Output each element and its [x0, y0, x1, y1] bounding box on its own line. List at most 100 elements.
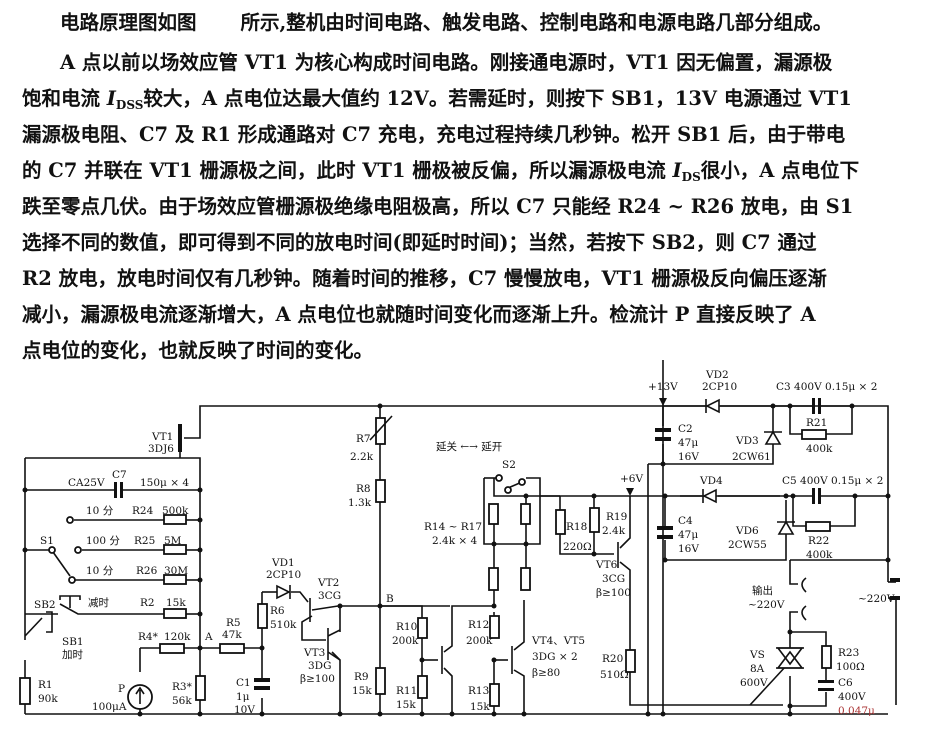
label-vt6: VT6	[595, 559, 618, 571]
label-r18-value: 220Ω	[563, 541, 592, 553]
title-left: 电路原理图如图	[60, 11, 197, 34]
label-c1-volt: 10V	[234, 704, 255, 716]
label-sb2: SB2	[34, 599, 56, 611]
label-r3: R3*	[172, 681, 193, 693]
triac-vs	[776, 647, 804, 669]
resistor-r8	[375, 479, 386, 503]
label-r24-time: 10 分	[86, 505, 114, 517]
fet-vt1-symbol	[178, 424, 182, 452]
paragraph-line-7: R2 放电，放电时间仅有几秒钟。随着时间的推移，C7 慢慢放电，VT1 栅源极反…	[22, 267, 827, 290]
label-c3: C3 400V 0.15μ × 2	[776, 381, 877, 393]
label-c6-value: 0.047μ	[838, 705, 875, 717]
button-sb1	[46, 611, 53, 633]
label-r12-value: 200k	[466, 635, 493, 647]
capacitor-c7	[114, 482, 117, 498]
label-r9-value: 15k	[352, 685, 372, 697]
label-vt2-type: 3CG	[318, 590, 341, 602]
resistor-r26	[163, 574, 187, 585]
label-vt4-vt5-beta: β≥80	[532, 667, 560, 679]
label-plus-13v: +13V	[648, 381, 678, 393]
label-vd4: VD4	[699, 475, 723, 487]
resistor-r20	[625, 649, 636, 673]
label-r11-value: 15k	[396, 699, 416, 711]
label-c1-value: 1μ	[236, 691, 250, 703]
label-r23: R23	[838, 647, 859, 659]
title-right: 所示,整机由时间电路、触发电路、控制电路和电源电路几部分组成。	[240, 11, 833, 34]
text-span: 较大，A 点电位达最大值约 12V。若需延时，则按下 SB1，13V 电源通过 …	[143, 87, 852, 110]
label-r21-value: 400k	[806, 443, 833, 455]
resistor-r11	[417, 675, 428, 699]
label-vs-current: 8A	[750, 663, 765, 675]
switch-s1-contact	[66, 516, 74, 524]
output-socket	[801, 577, 807, 593]
label-vd2-type: 2CP10	[702, 381, 737, 393]
diode-vd1	[276, 584, 291, 600]
label-c7-volt: CA25V	[68, 477, 105, 489]
capacitor-c1	[254, 678, 270, 682]
text-span: 的 C7 并联在 VT1 栅源极之间，此时 VT1 栅极被反偏，所以漏源极电流	[22, 159, 673, 182]
resistor-r12	[489, 615, 500, 639]
label-vs-voltage: 600V	[740, 677, 768, 689]
capacitor-c4	[657, 526, 673, 530]
input-plug	[890, 578, 900, 582]
label-r14-r17-value: 2.4k × 4	[432, 535, 478, 547]
paragraph-line-9: 点电位的变化，也就反映了时间的变化。	[22, 339, 374, 362]
paragraph-line-5: 跌至零点几伏。由于场效应管栅源极绝缘电阻极高，所以 C7 只能经 R24 ~ R…	[22, 195, 854, 218]
text-span: 很小，A 点电位下	[700, 159, 860, 182]
switch-s2-pivot	[504, 486, 512, 494]
zener-vd3	[764, 430, 782, 445]
resistor-r2	[163, 608, 187, 619]
label-r1: R1	[38, 679, 53, 691]
label-vd1: VD1	[271, 557, 295, 569]
label-r8: R8	[356, 483, 371, 495]
label-c2: C2	[678, 423, 693, 435]
resistor-r21	[801, 429, 827, 440]
capacitor-c6	[818, 680, 834, 683]
label-c2-volt: 16V	[678, 451, 699, 463]
resistor-r10	[417, 617, 428, 639]
resistor-r16	[488, 567, 499, 591]
label-r22: R22	[808, 535, 829, 547]
label-c4: C4	[678, 515, 693, 527]
resistor-r17	[520, 567, 531, 591]
label-r26-time: 10 分	[86, 565, 114, 577]
label-c7-value: 150μ × 4	[140, 477, 189, 489]
resistor-r24	[163, 514, 187, 525]
label-r13: R13	[468, 685, 489, 697]
button-sb2	[59, 595, 81, 608]
label-vd1-type: 2CP10	[266, 569, 301, 581]
label-vt4-vt5: VT4、VT5	[531, 635, 585, 647]
label-r25-time: 100 分	[86, 535, 120, 547]
label-r25: R25	[134, 535, 155, 547]
switch-s2-contact	[495, 474, 503, 482]
switch-s1-contact	[68, 576, 76, 584]
diode-vd4	[702, 488, 717, 504]
label-r7-value: 2.2k	[350, 451, 374, 463]
resistor-r14	[488, 503, 499, 525]
zener-vd6	[777, 520, 795, 535]
label-sb1: SB1	[62, 636, 84, 648]
power-marker-13v	[659, 398, 667, 406]
resistor-r6	[257, 603, 268, 629]
label-c4-volt: 16V	[678, 543, 699, 555]
paragraph-line-1: A 点以前以场效应管 VT1 为核心构成时间电路。刚接通电源时，VT1 因无偏置…	[60, 51, 833, 74]
subscript-ds: DS	[681, 170, 701, 184]
label-plus-6v: +6V	[620, 473, 643, 485]
label-r6-value: 510k	[270, 619, 297, 631]
label-c5: C5 400V 0.15μ × 2	[782, 475, 883, 487]
label-c6-volt: 400V	[838, 691, 866, 703]
label-s2-mode: 延关 ←→ 延开	[436, 440, 502, 453]
label-vt4-vt5-type: 3DG × 2	[532, 651, 578, 663]
label-vd3: VD3	[735, 435, 759, 447]
paragraph-line-6: 选择不同的数值，即可得到不同的放电时间(即延时时间)；当然，若按下 SB2，则 …	[22, 231, 817, 254]
label-r10: R10	[396, 621, 417, 633]
label-p-value: 100μA	[92, 701, 127, 713]
label-p: P	[118, 683, 125, 695]
label-vt3: VT3	[303, 647, 325, 659]
resistor-r18	[555, 509, 566, 535]
label-vt6-type: 3CG	[602, 573, 625, 585]
label-r19-value: 2.4k	[602, 525, 626, 537]
resistor-r1	[19, 677, 31, 705]
label-vt2: VT2	[317, 577, 339, 589]
